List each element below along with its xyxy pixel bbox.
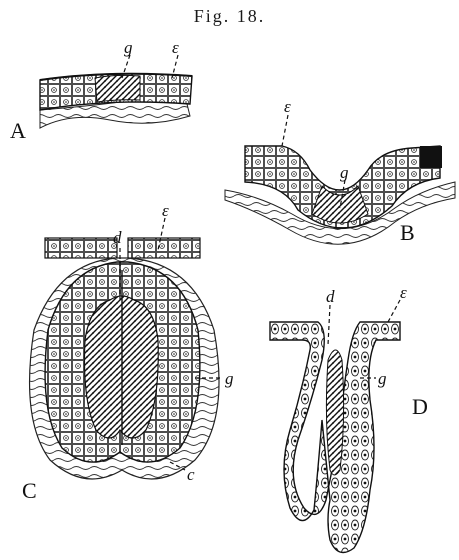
panel-b: ε g B [225, 97, 455, 245]
panel-d-e-label: ε [400, 283, 407, 302]
panel-c-g-label: g [225, 369, 234, 388]
panel-b-g-label: g [340, 163, 349, 182]
panel-a-e-label: ε [172, 38, 179, 57]
panel-d: d ε g D [270, 283, 428, 553]
panel-c-label: C [22, 478, 37, 503]
panel-b-label: B [400, 220, 415, 245]
panel-d-d-label: d [326, 287, 335, 306]
panel-c: d ε g c C [22, 201, 234, 503]
panel-c-d-label: d [113, 228, 122, 247]
panel-a: g ε A [10, 38, 192, 143]
panel-d-label: D [412, 394, 428, 419]
panel-c-c-label: c [187, 465, 195, 484]
panel-d-g-label: g [378, 369, 387, 388]
panel-a-g-label: g [124, 38, 133, 57]
panel-c-e-label: ε [162, 201, 169, 220]
panel-b-e-label: ε [284, 97, 291, 116]
panel-a-label: A [10, 118, 26, 143]
